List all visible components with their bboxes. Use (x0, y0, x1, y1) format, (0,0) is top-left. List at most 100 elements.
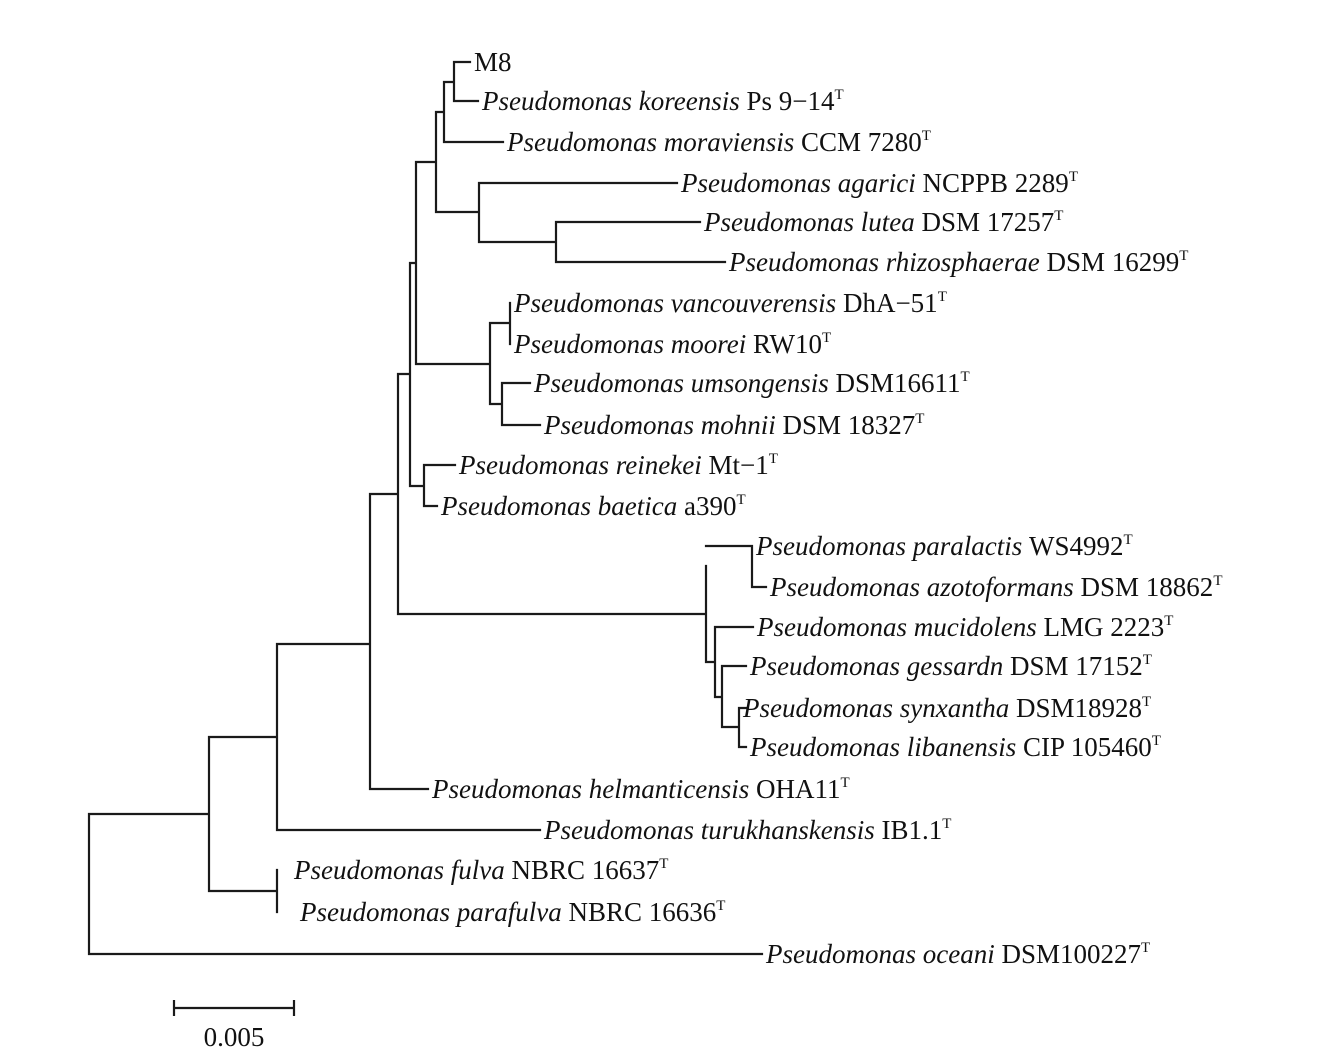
leaf-label-libanensis: Pseudomonas libanensis CIP 105460T (749, 732, 1161, 762)
species-name: reinekei (616, 450, 709, 480)
strain-name: DSM 17152 (1010, 651, 1143, 681)
genus-name: Pseudomonas (749, 732, 907, 762)
type-strain-superscript: T (822, 330, 831, 346)
species-name: rhizosphaerae (886, 247, 1047, 277)
type-strain-superscript: T (938, 289, 947, 305)
strain-name: DSM16611 (836, 368, 961, 398)
species-name: baetica (598, 491, 684, 521)
leaf-label-synxantha: Pseudomonas synxantha DSM18928T (742, 693, 1151, 723)
strain-name: DSM 18862 (1081, 572, 1214, 602)
strain-name: NBRC 16636 (569, 897, 717, 927)
strain-name: CCM 7280 (801, 127, 922, 157)
species-name: libanensis (907, 732, 1023, 762)
genus-name: Pseudomonas (543, 410, 701, 440)
type-strain-superscript: T (659, 856, 668, 872)
leaf-label-mohnii: Pseudomonas mohnii DSM 18327T (543, 410, 924, 440)
leaf-label-parafulva: Pseudomonas parafulva NBRC 16636T (299, 897, 725, 927)
leaf-label-baetica: Pseudomonas baetica a390T (440, 491, 746, 521)
genus-name: Pseudomonas (440, 491, 598, 521)
type-strain-superscript: T (922, 128, 931, 144)
tree-branch-lines (87, 60, 768, 956)
type-strain-superscript: T (1164, 613, 1173, 629)
leaf-label-moorei: Pseudomonas moorei RW10T (513, 329, 831, 359)
genus-name: Pseudomonas (513, 288, 671, 318)
type-strain-superscript: T (1179, 248, 1188, 264)
species-name: oceani (923, 939, 1002, 969)
type-strain-superscript: T (1213, 573, 1222, 589)
type-strain-superscript: T (961, 369, 970, 385)
type-strain-superscript: T (1143, 652, 1152, 668)
genus-name: Pseudomonas (755, 531, 913, 561)
tree-branches (87, 60, 768, 956)
leaf-label-paralactis: Pseudomonas paralactis WS4992T (755, 531, 1133, 561)
strain-name: NBRC 16637 (512, 855, 660, 885)
type-strain-superscript: T (942, 816, 951, 832)
leaf-label-fulva: Pseudomonas fulva NBRC 16637T (293, 855, 668, 885)
strain-name: OHA11 (756, 774, 841, 804)
strain-name: DSM 18327 (783, 410, 916, 440)
leaf-label-moraviensis: Pseudomonas moraviensis CCM 7280T (506, 127, 931, 157)
strain-name: IB1.1 (881, 815, 942, 845)
strain-name: DSM18928 (1016, 693, 1142, 723)
type-strain-superscript: T (915, 411, 924, 427)
species-name: vancouverensis (671, 288, 843, 318)
strain-name: Mt−1 (708, 450, 768, 480)
genus-name: Pseudomonas (506, 127, 664, 157)
genus-name: Pseudomonas (742, 693, 900, 723)
genus-name: Pseudomonas (749, 651, 907, 681)
species-name: moraviensis (664, 127, 801, 157)
strain-name: DSM100227 (1001, 939, 1141, 969)
strain-name: Ps 9−14 (746, 86, 835, 116)
type-strain-superscript: T (1069, 169, 1078, 185)
type-strain-superscript: T (1142, 694, 1151, 710)
leaf-label-lutea: Pseudomonas lutea DSM 17257T (703, 207, 1063, 237)
type-strain-superscript: T (1124, 532, 1133, 548)
species-name: azotoformans (927, 572, 1081, 602)
leaf-label-rhizosphaerae: Pseudomonas rhizosphaerae DSM 16299T (728, 247, 1188, 277)
genus-name: Pseudomonas (680, 168, 838, 198)
genus-name: Pseudomonas (543, 815, 701, 845)
genus-name: Pseudomonas (728, 247, 886, 277)
type-strain-superscript: T (736, 492, 745, 508)
species-name: mohnii (701, 410, 783, 440)
strain-name: NCPPB 2289 (923, 168, 1069, 198)
species-name: helmanticensis (589, 774, 756, 804)
species-name: fulva (451, 855, 512, 885)
leaf-label-vancouverensis: Pseudomonas vancouverensis DhA−51T (513, 288, 947, 318)
species-name: synxantha (900, 693, 1016, 723)
species-name: koreensis (639, 86, 747, 116)
type-strain-superscript: T (1152, 733, 1161, 749)
strain-name: DhA−51 (843, 288, 938, 318)
species-name: agarici (838, 168, 923, 198)
strain-name: LMG 2223 (1043, 612, 1164, 642)
type-strain-superscript: T (835, 87, 844, 103)
leaf-label-reinekei: Pseudomonas reinekei Mt−1T (458, 450, 778, 480)
scale-bar: 0.005 (172, 1000, 296, 1052)
strain-name: a390 (684, 491, 736, 521)
genus-name: Pseudomonas (481, 86, 639, 116)
genus-name: Pseudomonas (293, 855, 451, 885)
leaf-label-helmanticensis: Pseudomonas helmanticensis OHA11T (431, 774, 850, 804)
strain-name: RW10 (753, 329, 822, 359)
species-name: mucidolens (914, 612, 1044, 642)
leaf-label-m8: M8 (474, 47, 512, 77)
strain-name: WS4992 (1029, 531, 1124, 561)
scale-bar-line (172, 1000, 296, 1016)
strain-name: DSM 16299 (1047, 247, 1180, 277)
genus-name: Pseudomonas (458, 450, 616, 480)
genus-name: Pseudomonas (513, 329, 671, 359)
genus-name: Pseudomonas (533, 368, 691, 398)
species-name: lutea (861, 207, 922, 237)
leaf-label-umsongensis: Pseudomonas umsongensis DSM16611T (533, 368, 970, 398)
genus-name: Pseudomonas (756, 612, 914, 642)
strain-name: DSM 17257 (922, 207, 1055, 237)
genus-name: Pseudomonas (769, 572, 927, 602)
species-name: umsongensis (691, 368, 836, 398)
type-strain-superscript: T (1054, 208, 1063, 224)
genus-name: Pseudomonas (765, 939, 923, 969)
leaf-label-mucidolens: Pseudomonas mucidolens LMG 2223T (756, 612, 1173, 642)
type-strain-superscript: T (840, 775, 849, 791)
type-strain-superscript: T (769, 451, 778, 467)
